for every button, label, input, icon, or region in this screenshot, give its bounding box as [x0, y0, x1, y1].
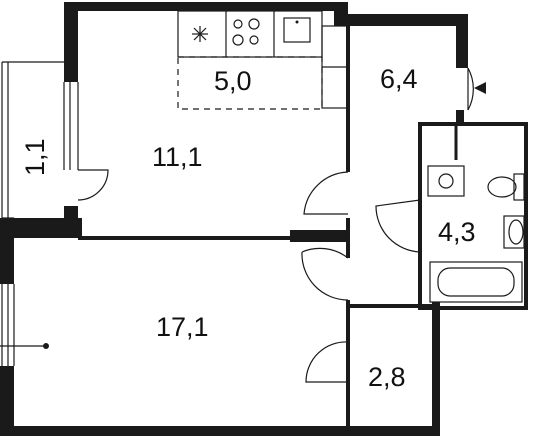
- washing-machine-icon: [427, 165, 465, 197]
- bathtub-icon: [429, 261, 523, 303]
- sink-icon: [283, 17, 311, 43]
- snowflake-icon: [192, 26, 208, 42]
- living-kitchen-area: 11,1: [152, 142, 203, 172]
- bathroom-area: 4,3: [438, 217, 476, 247]
- storage-area: 2,8: [368, 362, 406, 392]
- entrance-door: [467, 67, 486, 111]
- hallway-area: 6,4: [380, 64, 418, 94]
- outer-walls: [0, 2, 528, 436]
- kitchen-zone-area: 5,0: [214, 66, 252, 96]
- washbasin-icon: [503, 215, 525, 249]
- bedroom-area: 17,1: [156, 312, 209, 342]
- room-labels: 5,0 11,1 1,1 6,4 4,3 17,1 2,8: [20, 64, 476, 392]
- entrance-arrow-icon: [474, 82, 486, 94]
- toilet-icon: [487, 173, 525, 201]
- bedroom-window: [0, 284, 49, 366]
- stove-icon: [232, 18, 260, 46]
- balcony: [1, 61, 109, 219]
- balcony-area: 1,1: [20, 138, 50, 176]
- kitchen-counter: [177, 10, 349, 110]
- bathroom-fixtures: [427, 165, 525, 303]
- interior-doors: [301, 171, 421, 383]
